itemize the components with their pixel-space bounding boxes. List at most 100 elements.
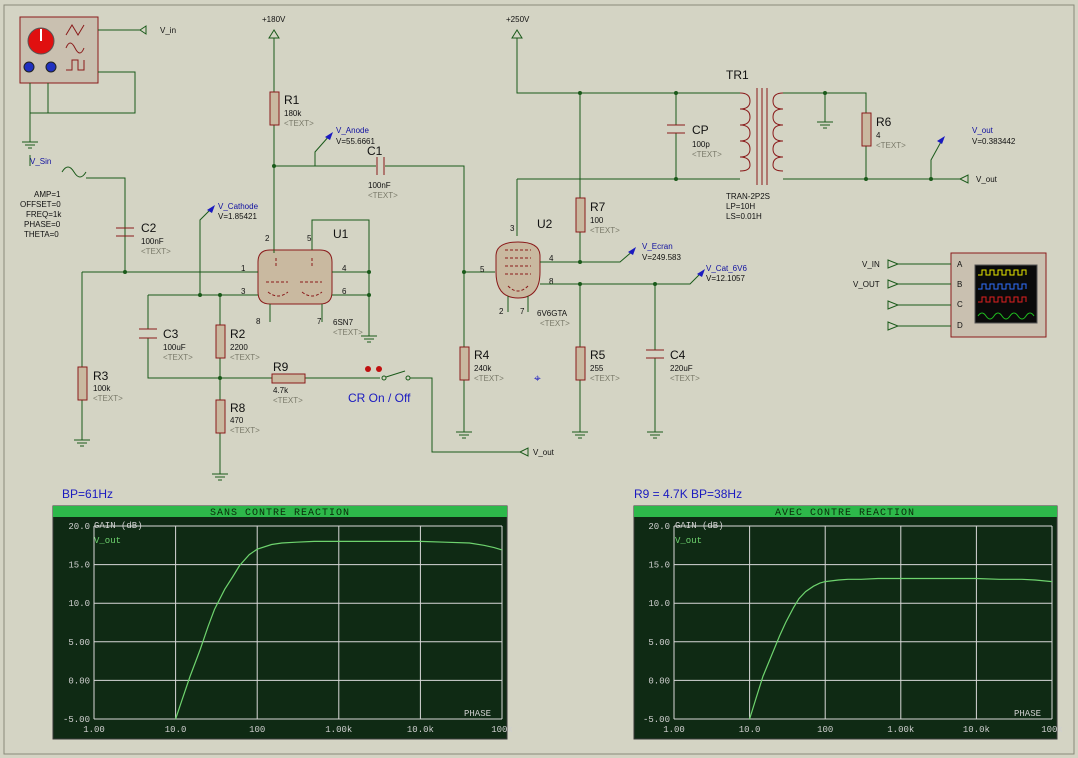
cp-value: 100p <box>692 140 710 149</box>
y-tick-label: 10.0 <box>68 599 90 609</box>
y-tick-label: 20.0 <box>648 522 670 532</box>
ground-icon <box>456 431 472 439</box>
scope-channel-label: D <box>957 321 963 330</box>
c4-ref: C4 <box>670 348 686 362</box>
capacitor-c2[interactable]: C2 100nF <TEXT> <box>116 221 171 256</box>
v250-label: +250V <box>506 15 530 24</box>
tr1-param: LS=0.01H <box>726 212 762 221</box>
x-tick-label: 10.0 <box>739 725 761 735</box>
r6-value: 4 <box>876 131 881 140</box>
resistor-r4[interactable]: R4 240k <TEXT> <box>459 346 504 383</box>
u2-ref: U2 <box>537 217 553 231</box>
resistor-r1[interactable]: R1 180k <TEXT> <box>269 91 314 128</box>
tr1-param: TRAN-2P2S <box>726 192 770 201</box>
x-tick-label: 1.00 <box>663 725 685 735</box>
text-placeholder: <TEXT> <box>590 374 620 383</box>
y-tick-label: 15.0 <box>648 561 670 571</box>
c3-ref: C3 <box>163 327 179 341</box>
resistor-r6[interactable]: R6 4 <TEXT> <box>861 112 906 150</box>
c1-value: 100nF <box>368 181 391 190</box>
graph-right-annotation: R9 = 4.7K BP=38Hz <box>634 487 742 501</box>
r5-ref: R5 <box>590 348 606 362</box>
c1-ref: C1 <box>367 144 383 158</box>
y-tick-label: -5.00 <box>643 715 670 725</box>
resistor-r2[interactable]: R2 2200 <TEXT> <box>215 324 260 362</box>
graph-right-right-label: PHASE <box>1014 709 1041 719</box>
x-tick-label: 100 <box>817 725 833 735</box>
sheet-border <box>3 4 1075 755</box>
resistor-r8[interactable]: R8 470 <TEXT> <box>215 399 260 435</box>
tube-u2[interactable]: U2 6V6GTA <TEXT> 3 4 5 8 2 7 <box>480 217 570 328</box>
graph-left-series-label: V_out <box>94 536 121 546</box>
graph-left-title: SANS CONTRE REACTION <box>210 508 350 519</box>
cr-switch[interactable] <box>365 366 411 381</box>
tube-u1[interactable]: U1 6SN7 <TEXT> 1 2 3 4 5 6 7 8 <box>241 227 363 337</box>
r7-ref: R7 <box>590 200 606 214</box>
text-placeholder: <TEXT> <box>590 226 620 235</box>
resistor-r7[interactable]: R7 100 <TEXT> <box>575 197 620 235</box>
ecran-probe-value: V=249.583 <box>642 253 681 262</box>
cp-ref: CP <box>692 123 709 137</box>
ecran-probe-name: V_Ecran <box>642 242 673 251</box>
vout-terminal-label: V_out <box>976 175 998 184</box>
text-placeholder: <TEXT> <box>230 353 260 362</box>
u1-pin: 6 <box>342 287 347 296</box>
u1-pin: 2 <box>265 234 270 243</box>
resistor-r9[interactable]: R9 4.7k <TEXT> <box>271 360 306 405</box>
u2-pin: 7 <box>520 307 525 316</box>
grid <box>673 525 1053 720</box>
r1-value: 180k <box>284 109 302 118</box>
r1-ref: R1 <box>284 93 300 107</box>
transformer-tr1[interactable]: TR1 TRAN-2P2S LP=10H LS=0.01H <box>726 68 784 221</box>
capacitor-c4[interactable]: C4 220uF <TEXT> <box>646 348 700 383</box>
resistor-r5[interactable]: R5 255 <TEXT> <box>575 346 620 383</box>
series-line-vout <box>749 577 1053 720</box>
x-tick-label: 10.0 <box>165 725 187 735</box>
sine-source-icon <box>61 166 87 178</box>
ground-icon <box>74 439 90 447</box>
c4-value: 220uF <box>670 364 693 373</box>
origin-marker-icon: ⌖ <box>534 371 541 385</box>
signal-generator[interactable] <box>19 16 99 84</box>
text-placeholder: <TEXT> <box>692 150 722 159</box>
r6-ref: R6 <box>876 115 892 129</box>
graph-sans-contre-reaction[interactable]: SANS CONTRE REACTION GAIN (dB) V_out PHA… <box>52 505 513 740</box>
y-tick-label: 0.00 <box>68 676 90 686</box>
generator-knob-small-icon[interactable] <box>45 61 57 73</box>
text-placeholder: <TEXT> <box>670 374 700 383</box>
resistor-r3[interactable]: R3 100k <TEXT> <box>77 366 123 403</box>
capacitor-cp[interactable]: CP 100p <TEXT> <box>667 123 722 159</box>
r2-ref: R2 <box>230 327 246 341</box>
r7-value: 100 <box>590 216 604 225</box>
y-tick-label: 20.0 <box>68 522 90 532</box>
x-tick-label: 100k <box>1041 725 1063 735</box>
x-tick-label: 1.00k <box>325 725 352 735</box>
x-tick-label: 10.0k <box>407 725 434 735</box>
c3-value: 100uF <box>163 343 186 352</box>
text-placeholder: <TEXT> <box>93 394 123 403</box>
r9-value: 4.7k <box>273 386 289 395</box>
graph-right-series-label: V_out <box>675 536 702 546</box>
u2-pin: 2 <box>499 307 504 316</box>
generator-knob-small-icon[interactable] <box>23 61 35 73</box>
c2-ref: C2 <box>141 221 157 235</box>
graph-right-title: AVEC CONTRE REACTION <box>775 508 915 519</box>
vout-terminal-label: V_out <box>533 448 555 457</box>
oscilloscope[interactable]: A B C D <box>950 252 1047 338</box>
scope-channel-label: B <box>957 280 962 289</box>
r2-value: 2200 <box>230 343 248 352</box>
r4-value: 240k <box>474 364 492 373</box>
text-placeholder: <TEXT> <box>163 353 193 362</box>
u1-pin: 7 <box>317 317 322 326</box>
out-probe-value: V=0.383442 <box>972 137 1016 146</box>
text-placeholder: <TEXT> <box>540 319 570 328</box>
y-tick-label: 0.00 <box>648 676 670 686</box>
x-tick-label: 100k <box>491 725 513 735</box>
capacitor-c1[interactable]: C1 100nF <TEXT> <box>367 144 398 200</box>
graph-left-panel <box>52 505 508 740</box>
capacitor-c3[interactable]: C3 100uF <TEXT> <box>139 327 193 362</box>
text-placeholder: <TEXT> <box>141 247 171 256</box>
graph-avec-contre-reaction[interactable]: AVEC CONTRE REACTION GAIN (dB) V_out PHA… <box>633 505 1063 740</box>
